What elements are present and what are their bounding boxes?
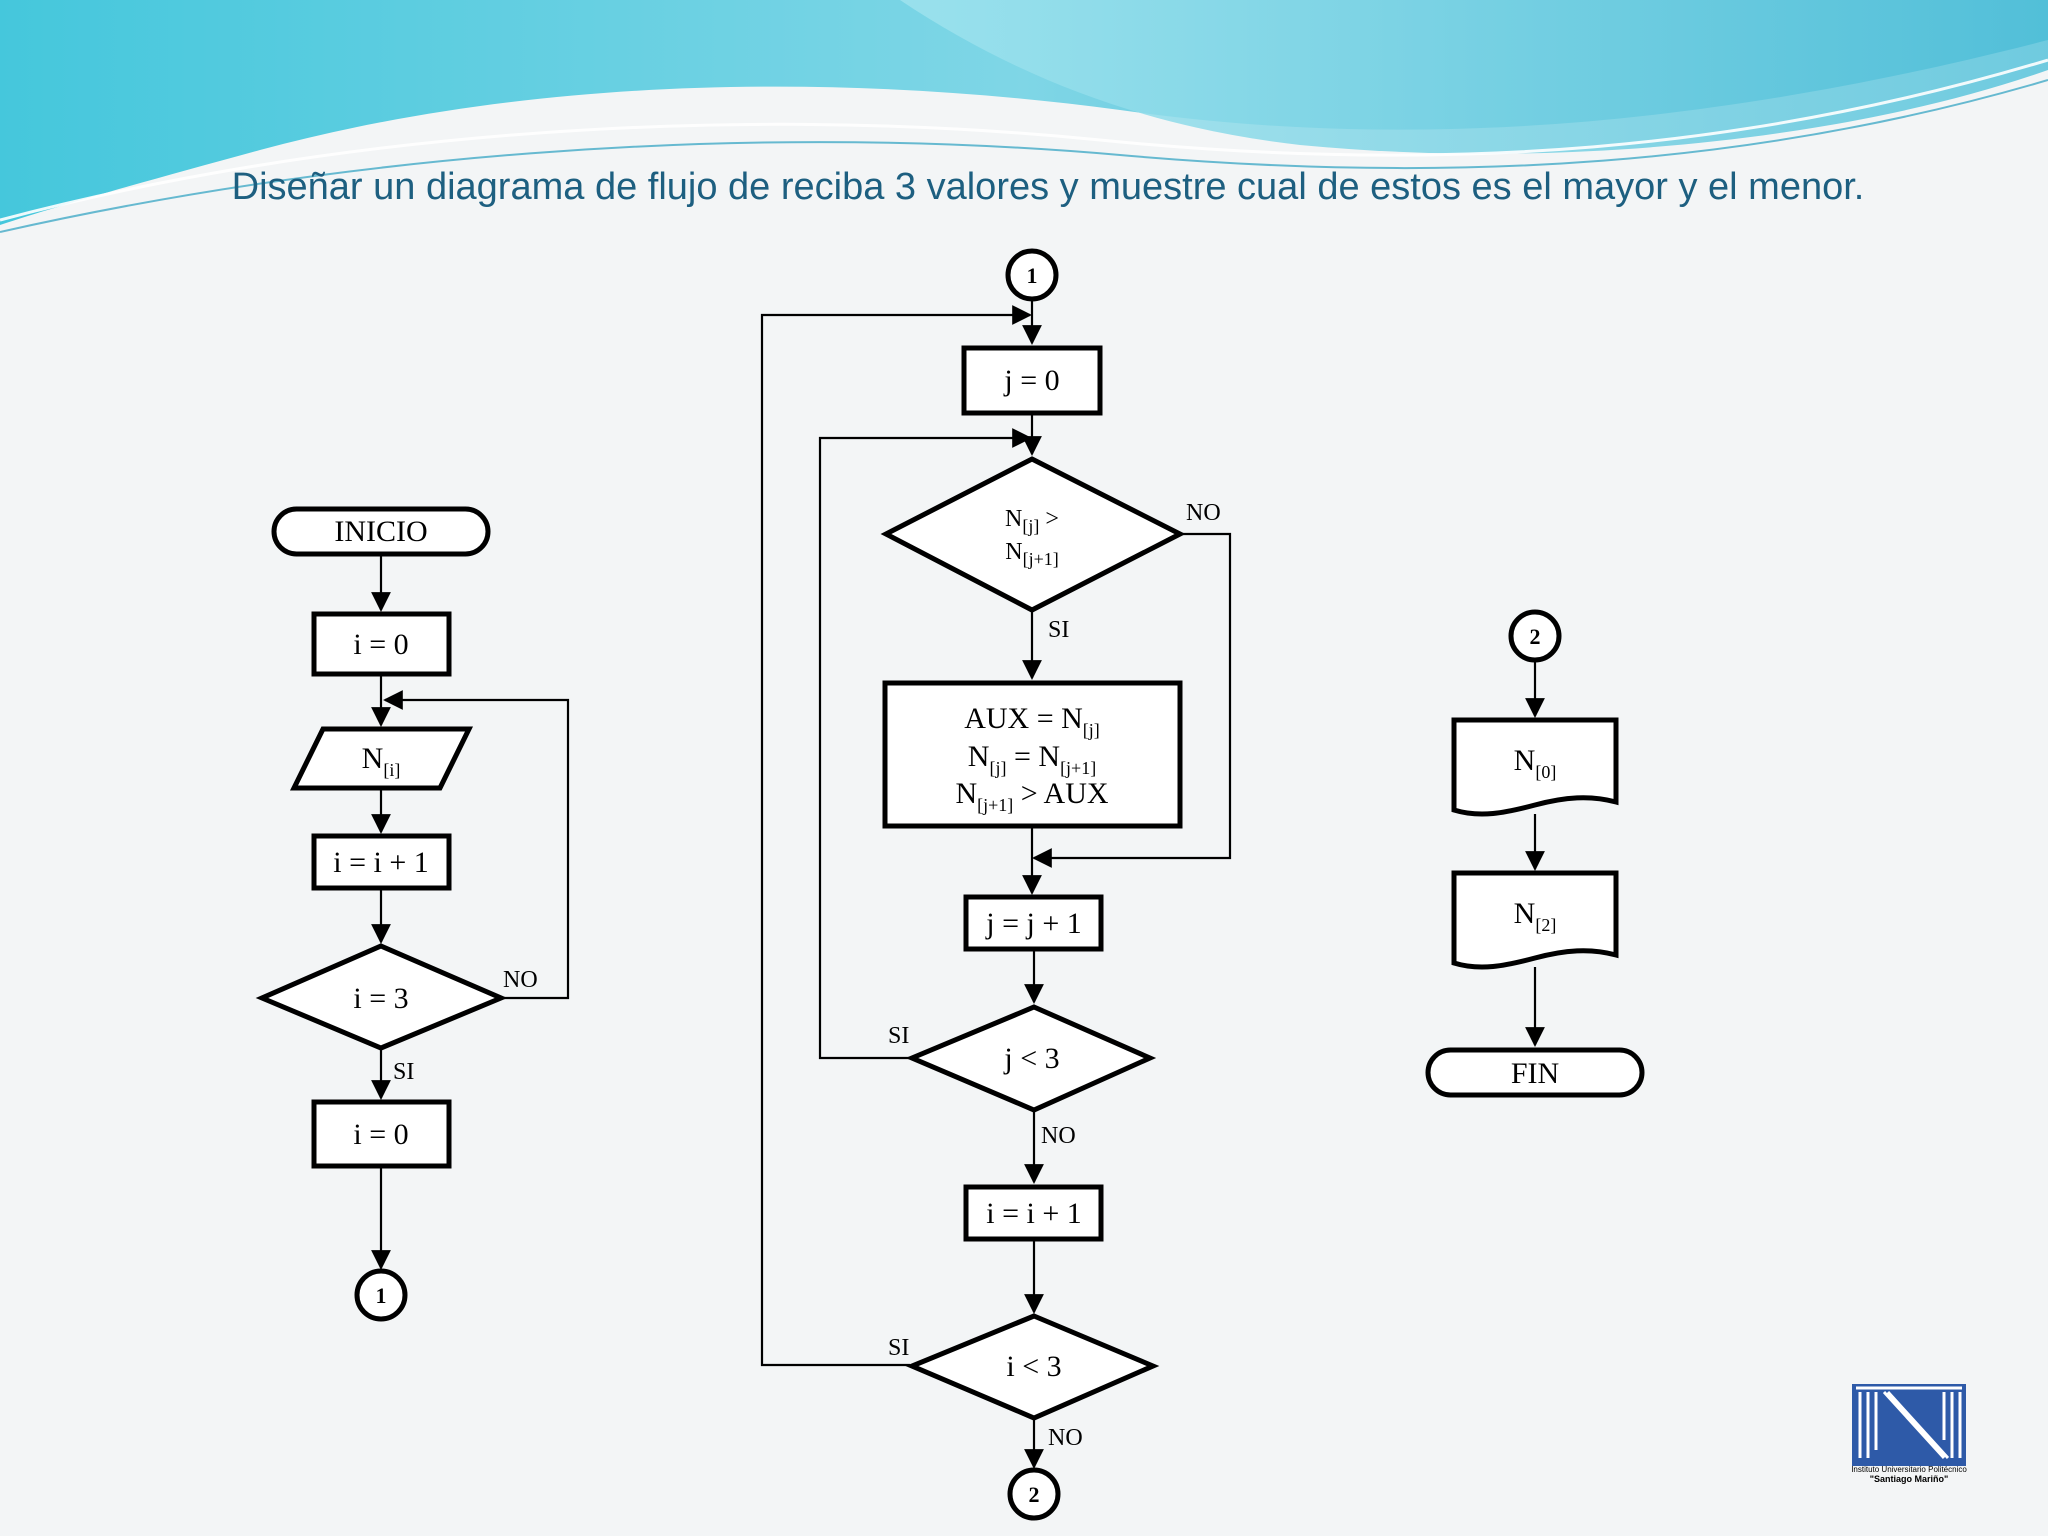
decision-i-eq-3	[255, 943, 508, 1051]
logo-mark	[1852, 1384, 1966, 1466]
connector-1-out	[354, 1268, 408, 1322]
increment-i2-box	[963, 1184, 1104, 1242]
edge-outer-loop-return	[760, 305, 1032, 1367]
decision-j-lt-3	[905, 1004, 1157, 1113]
connector-2-in-label: 2	[1530, 624, 1541, 649]
compare-line2: N[j+1]	[1005, 539, 1058, 569]
decision-i-no-label: NO	[1048, 1425, 1083, 1451]
output2-label: N[2]	[1514, 897, 1557, 935]
init-j-box	[961, 345, 1103, 416]
connector-1-in	[1005, 248, 1059, 302]
swap-line1: AUX = N[j]	[964, 702, 1100, 740]
logo-caption-2: "Santiago Mariño"	[1870, 1474, 1949, 1484]
init-i-label: i = 0	[353, 628, 408, 661]
slide-title: Diseñar un diagrama de flujo de reciba 3…	[231, 166, 1865, 208]
swap-box	[882, 680, 1183, 829]
compare-line1: N[j] >	[1005, 506, 1059, 536]
end-label: FIN	[1511, 1057, 1559, 1090]
decision-i-lt-3	[905, 1313, 1160, 1421]
compare-no-label: NO	[1186, 500, 1221, 526]
decision-i-label: i < 3	[1006, 1350, 1061, 1383]
output2-document	[1451, 870, 1619, 970]
reset-i-box	[311, 1099, 452, 1169]
connector-1-in-label: 1	[1027, 263, 1038, 288]
title-area: Diseñar un diagrama de flujo de reciba 3…	[0, 0, 2048, 240]
end-terminal	[1425, 1047, 1645, 1098]
output1-label: N[0]	[1514, 744, 1557, 782]
edge-inner-loop-return	[818, 428, 1032, 1060]
decision-i-eq-3-label: i = 3	[353, 982, 408, 1015]
decision-j-label: j < 3	[1003, 1042, 1059, 1075]
decision-i-yes-label: SI	[888, 1335, 909, 1361]
edge-compare-no-bypass	[1032, 532, 1232, 868]
decision-no-label: NO	[503, 967, 538, 993]
left-flow: INICIO i = 0 N[i] i = i + 1 i = 3 NO SI …	[255, 506, 570, 1322]
input-parallelogram	[289, 726, 474, 791]
edge-decision-no-loop	[383, 690, 570, 1000]
decision-j-no-label: NO	[1041, 1123, 1076, 1149]
increment-i-label: i = i + 1	[333, 846, 429, 879]
middle-flow: 1 j = 0 N[j] > N[j+1] NO SI AUX = N[j] N…	[760, 248, 1232, 1521]
init-j-label: j = 0	[1003, 364, 1059, 397]
connector-2-out-label: 2	[1029, 1482, 1040, 1507]
input-label: N[i]	[362, 742, 401, 780]
compare-decision	[880, 456, 1186, 613]
institution-logo: Instituto Universitario Politécnico "San…	[1851, 1384, 1967, 1484]
output1-document	[1451, 717, 1619, 817]
init-i-box	[311, 611, 452, 677]
compare-yes-label: SI	[1048, 617, 1069, 643]
decision-yes-label: SI	[393, 1059, 414, 1085]
swap-line2: N[j] = N[j+1]	[968, 740, 1096, 778]
swap-line3: N[j+1] > AUX	[955, 777, 1108, 815]
start-label: INICIO	[334, 515, 427, 548]
connector-2-out	[1007, 1467, 1061, 1521]
right-flow: 2 N[0] N[2] FIN	[1425, 609, 1645, 1098]
connector-1-out-label: 1	[376, 1283, 387, 1308]
reset-i-label: i = 0	[353, 1118, 408, 1151]
start-terminal	[271, 506, 491, 557]
increment-i2-label: i = i + 1	[986, 1197, 1082, 1230]
header-waves	[0, 0, 2048, 233]
increment-i-box	[311, 833, 452, 891]
increment-j-label: j = j + 1	[985, 907, 1082, 940]
increment-j-box	[963, 894, 1104, 952]
logo-caption-1: Instituto Universitario Politécnico	[1851, 1465, 1967, 1474]
connector-2-in	[1508, 609, 1562, 663]
decision-j-yes-label: SI	[888, 1023, 909, 1049]
